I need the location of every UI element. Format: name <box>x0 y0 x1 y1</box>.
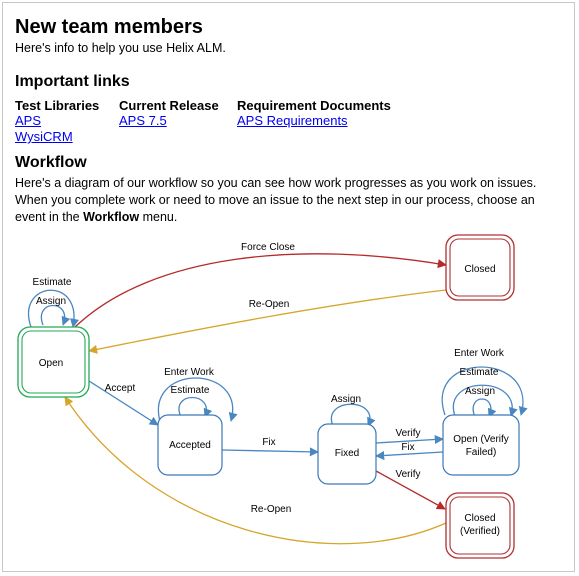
label-estimate-ovf: Estimate <box>460 367 499 378</box>
label-assign-ovf: Assign <box>465 386 495 397</box>
state-open: Open <box>17 326 90 398</box>
label-reopen-top: Re-Open <box>249 299 290 310</box>
label-reopen-bottom: Re-Open <box>251 504 292 515</box>
column-title: Requirement Documents <box>237 98 391 113</box>
label-verify-top: Verify <box>395 428 420 439</box>
edge-reopen-top <box>88 289 447 354</box>
edge-verify-top <box>375 434 444 445</box>
label-fix-back: Fix <box>401 442 414 453</box>
label-enter-work-ovf: Enter Work <box>454 348 505 359</box>
state-accepted-label: Accepted <box>169 440 211 451</box>
state-closed-label: Closed <box>464 264 495 275</box>
state-fixed-label: Fixed <box>335 448 359 459</box>
label-fix: Fix <box>262 437 275 448</box>
state-ovf-label-line2: Failed) <box>466 447 497 458</box>
link-wysicrm[interactable]: WysiCRM <box>15 129 73 144</box>
links-column-requirement-documents: Requirement Documents APS Requirements <box>237 98 391 129</box>
edge-force-close <box>74 253 447 328</box>
state-open-verify-failed: Open (Verify Failed) <box>442 414 520 476</box>
label-estimate-accepted: Estimate <box>171 385 210 396</box>
links-column-test-libraries: Test Libraries APS WysiCRM <box>15 98 99 145</box>
page-title: New team members <box>15 16 203 38</box>
workflow-description-end: menu. <box>139 210 178 224</box>
edge-verify-down <box>375 470 446 510</box>
link-aps-7-5[interactable]: APS 7.5 <box>119 113 167 128</box>
edge-fix-back <box>375 450 444 461</box>
workflow-diagram: Open Closed Accepted Fixed Open (Verify … <box>17 234 528 559</box>
edge-reopen-bottom <box>64 396 447 545</box>
edge-fix <box>221 447 319 457</box>
column-title: Test Libraries <box>15 98 100 113</box>
state-fixed: Fixed <box>317 423 377 485</box>
state-closed: Closed <box>445 234 515 301</box>
label-estimate-open: Estimate <box>33 277 72 288</box>
label-assign-open: Assign <box>36 296 66 307</box>
edge-assign-open <box>40 304 71 326</box>
workflow-heading: Workflow <box>15 154 87 171</box>
edge-accept <box>88 380 159 426</box>
label-accept: Accept <box>105 383 136 394</box>
edge-estimate-open <box>28 289 80 328</box>
links-column-current-release: Current Release APS 7.5 <box>119 98 219 129</box>
state-open-label: Open <box>39 358 63 369</box>
page-frame: New team members Here's info to help you… <box>2 2 575 572</box>
link-aps-requirements[interactable]: APS Requirements <box>237 113 348 128</box>
links-heading: Important links <box>15 73 130 90</box>
label-verify-down: Verify <box>395 469 420 480</box>
page-intro: Here's info to help you use Helix ALM. <box>15 41 226 55</box>
workflow-menu-name: Workflow <box>83 210 140 224</box>
edge-assign-ovf <box>472 398 497 418</box>
label-enter-work-accepted: Enter Work <box>164 367 215 378</box>
workflow-description-text: Here's a diagram of our workflow so you … <box>15 176 537 224</box>
column-title: Current Release <box>119 98 219 113</box>
state-cv-label-line1: Closed <box>464 513 495 524</box>
edge-assign-fixed <box>330 403 376 427</box>
workflow-description: Here's a diagram of our workflow so you … <box>15 175 567 226</box>
link-aps[interactable]: APS <box>15 113 42 128</box>
state-ovf-label-line1: Open (Verify <box>453 434 509 445</box>
edge-estimate-ovf <box>452 384 518 417</box>
edge-estimate-accepted <box>178 397 213 418</box>
state-accepted: Accepted <box>157 414 223 476</box>
edge-enter-work-accepted <box>158 377 238 426</box>
state-cv-label-line2: (Verified) <box>460 526 500 537</box>
state-closed-verified: Closed (Verified) <box>445 492 515 559</box>
label-force-close: Force Close <box>241 242 295 253</box>
edge-enter-work-ovf <box>441 366 528 416</box>
label-assign-fixed: Assign <box>331 394 361 405</box>
